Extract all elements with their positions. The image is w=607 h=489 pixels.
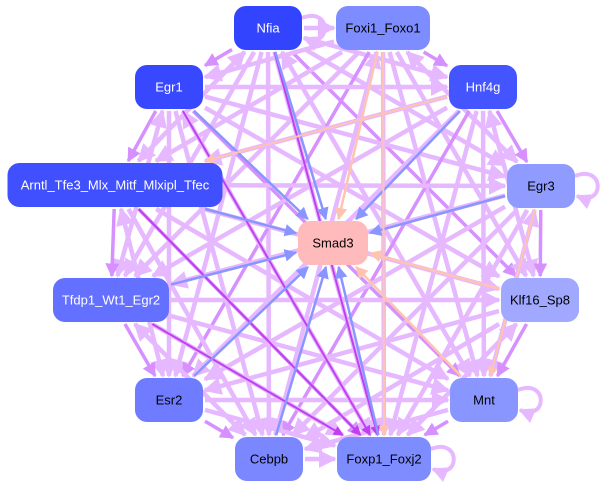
edge-foxp1_foxj2-to-smad3 [335, 265, 380, 436]
node-label: Arntl_Tfe3_Mlx_Mitf_Mlxipl_Tfec [21, 178, 210, 193]
node-label: Klf16_Sp8 [510, 293, 570, 308]
node-foxp1_foxj2[interactable]: Foxp1_Foxj2 [337, 437, 431, 481]
edge-egr3-esr2 [203, 204, 507, 382]
node-egr1[interactable]: Egr1 [135, 65, 203, 109]
node-box[interactable] [7, 163, 223, 207]
node-hnf4g[interactable]: Hnf4g [449, 65, 517, 109]
edge-salmon-foxi1_foxo1-foxp1_foxj2 [378, 51, 389, 436]
edge-tfdp1-to-smad3 [170, 249, 298, 286]
node-box[interactable] [449, 65, 517, 109]
edge-nfia-egr1 [203, 47, 233, 68]
node-box[interactable] [298, 221, 368, 265]
edge-esr2-cebpb [204, 419, 235, 440]
node-box[interactable] [336, 6, 430, 50]
edge-egr3-klf16_sp8 [533, 209, 548, 278]
node-foxi1_foxo1[interactable]: Foxi1_Foxo1 [336, 6, 430, 50]
node-label: Egr3 [527, 179, 554, 194]
node-label: Mnt [473, 393, 495, 408]
edge-arntl-egr3 [224, 176, 507, 195]
edge-mnt-foxp1_foxj2 [423, 419, 449, 437]
node-box[interactable] [135, 65, 203, 109]
edge-foxi1_foxo1-hnf4g [422, 50, 449, 68]
edge-egr3-cebpb [291, 208, 519, 437]
edge-salmon-hnf4g-arntl [204, 95, 448, 164]
node-label: Cebpb [250, 452, 288, 467]
node-box[interactable] [501, 278, 579, 322]
node-esr2[interactable]: Esr2 [135, 378, 203, 422]
self-loop-foxp1_foxj2 [430, 445, 456, 483]
node-klf16_sp8[interactable]: Klf16_Sp8 [501, 278, 579, 322]
edge-egr1-to-smad3 [193, 110, 309, 220]
edge-arntl-to-smad3 [204, 207, 298, 237]
node-box[interactable] [450, 378, 518, 422]
node-cebpb[interactable]: Cebpb [235, 437, 303, 481]
node-tfdp1[interactable]: Tfdp1_Wt1_Egr2 [53, 278, 169, 322]
node-label: Foxp1_Foxj2 [346, 452, 421, 467]
edge-arntl-tfdp1 [105, 208, 120, 278]
self-loop-nfia [301, 14, 327, 52]
node-label: Tfdp1_Wt1_Egr2 [62, 293, 160, 308]
node-egr3[interactable]: Egr3 [507, 164, 575, 208]
edge-hnf4g-tfdp1 [151, 105, 449, 278]
self-loops-layer [301, 14, 600, 483]
node-label: Egr1 [155, 80, 182, 95]
edge-klf16_sp8-to-smad3 [368, 250, 500, 290]
node-arntl[interactable]: Arntl_Tfe3_Mlx_Mitf_Mlxipl_Tfec [7, 163, 223, 207]
node-box[interactable] [337, 437, 431, 481]
edge-arntl-mnt [155, 207, 450, 381]
node-label: Esr2 [156, 393, 183, 408]
edge-hnf4g-to-smad3 [355, 110, 461, 220]
node-label: Nfia [256, 21, 280, 36]
node-smad3[interactable]: Smad3 [298, 221, 368, 265]
node-label: Hnf4g [466, 80, 501, 95]
edge-nfia-cebpb [259, 51, 278, 437]
edge-mnt-to-smad3 [355, 266, 462, 377]
node-box[interactable] [235, 437, 303, 481]
edge-esr2-to-smad3 [193, 266, 309, 377]
node-box[interactable] [135, 378, 203, 422]
self-loop-mnt [517, 386, 543, 424]
node-label: Smad3 [312, 236, 353, 251]
self-loop-egr3 [574, 172, 600, 210]
node-mnt[interactable]: Mnt [450, 378, 518, 422]
node-box[interactable] [507, 164, 575, 208]
edge-hnf4g-cebpb [281, 110, 471, 437]
node-box[interactable] [234, 6, 302, 50]
edge-foxi1_foxo1-to-smad3 [335, 51, 379, 221]
node-nfia[interactable]: Nfia [234, 6, 302, 50]
node-label: Foxi1_Foxo1 [345, 21, 420, 36]
node-box[interactable] [53, 278, 169, 322]
edge-cebpb-to-smad3 [274, 265, 329, 436]
edge-egr3-to-smad3 [368, 194, 506, 236]
edge-strong-tfdp1-foxp1_foxj2 [151, 323, 344, 436]
